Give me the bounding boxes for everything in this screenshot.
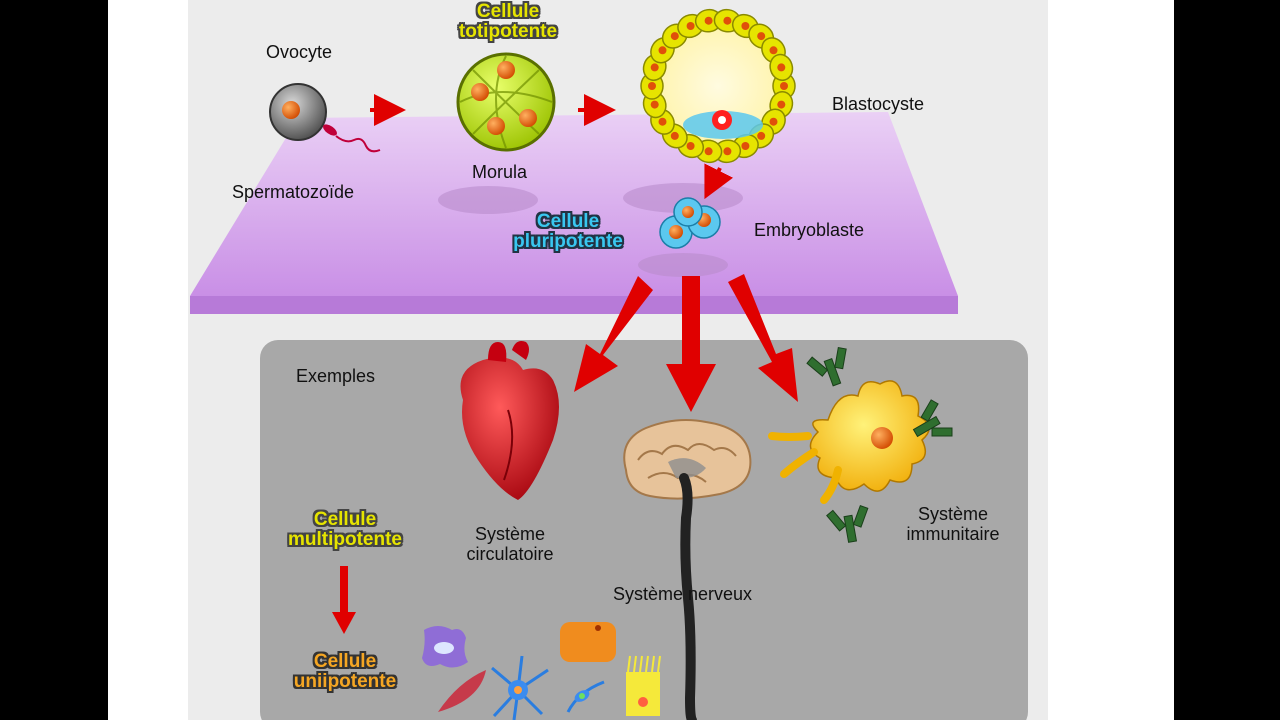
- blastocyst-icon: [640, 8, 796, 164]
- label-totipotente-line2: totipotente: [458, 21, 558, 42]
- blastocyst-cell-nucleus: [777, 63, 786, 72]
- blastocyst-cell-nucleus: [704, 147, 713, 156]
- blastocyst-cell-nucleus: [650, 100, 659, 109]
- blastocyst-cell-nucleus: [650, 63, 659, 72]
- label-pluripotente-line2: pluripotente: [513, 231, 623, 252]
- sperm-icon: [323, 124, 381, 153]
- label-embryoblaste: Embryoblaste: [754, 220, 865, 240]
- label-totipotente-line1: Cellule: [476, 1, 540, 22]
- purple-plate: [190, 112, 958, 314]
- arrow-blastocyst-embryoblast: [704, 163, 734, 200]
- big-arrows: [574, 274, 798, 412]
- label-systeme-circulatoire: Système circulatoire: [450, 524, 570, 564]
- arrow-to-nervous: [666, 276, 716, 412]
- label-systeme-immunitaire: Système immunitaire: [888, 504, 1018, 544]
- arrow-to-circulatory: [574, 276, 653, 392]
- blastocyst-cell-nucleus: [769, 117, 778, 126]
- brain-icon: [623, 419, 752, 720]
- label-exemples: Exemples: [296, 366, 376, 386]
- label-pluripotente-line1: Cellule: [536, 211, 600, 232]
- label-cellule-totipotente: Cellule totipotente: [438, 2, 578, 42]
- blastocyst-cell-nucleus: [757, 131, 766, 140]
- label-unipotente-line2: uniipotente: [293, 671, 397, 692]
- blastocyst-cell-nucleus: [658, 46, 667, 55]
- label-cellule-unipotente: Cellule uniipotente: [270, 652, 420, 692]
- label-cellule-pluripotente: Cellule pluripotente: [498, 212, 638, 252]
- embryoblast-icon: [659, 197, 721, 249]
- blastocyst-cell-nucleus: [670, 131, 679, 140]
- morula-icon: [456, 52, 556, 152]
- antibody-icon: [806, 347, 953, 543]
- blastocyst-cell-nucleus: [686, 142, 695, 150]
- blastocyst-cell-nucleus: [686, 22, 695, 30]
- specialized-cells-icon: [422, 622, 661, 720]
- label-multipotente-line1: Cellule: [313, 509, 377, 530]
- arrow-multipotent-unipotent: [332, 566, 356, 634]
- blastocyst-cell-nucleus: [741, 142, 750, 150]
- blastocyst-cell-nucleus: [757, 32, 766, 41]
- ovocyte-cell-icon: [269, 83, 327, 141]
- blastocyst-cell-nucleus: [723, 16, 732, 25]
- label-ovocyte: Ovocyte: [266, 42, 333, 62]
- label-systeme-immunitaire-line1: Système: [917, 504, 989, 524]
- label-unipotente-line1: Cellule: [313, 651, 377, 672]
- label-blastocyste: Blastocyste: [832, 94, 925, 114]
- label-systeme-nerveux: Système nerveux: [613, 584, 753, 604]
- blastocyst-cell-nucleus: [658, 117, 667, 126]
- blastocyst-cell-nucleus: [723, 147, 732, 156]
- label-morula: Morula: [472, 162, 528, 182]
- blastocyst-cell-nucleus: [704, 16, 713, 25]
- arrow-to-immune: [728, 274, 798, 402]
- immune-cell-icon: [768, 380, 930, 504]
- stage: Ovocyte Spermatozoïde Morula Blastocyste…: [108, 0, 1174, 720]
- blastocyst-cell-nucleus: [741, 22, 750, 30]
- blastocyst-cell-nucleus: [769, 46, 778, 55]
- heart-icon: [460, 341, 559, 500]
- label-systeme-circulatoire-line2: circulatoire: [466, 544, 554, 564]
- blastocyst-cell-nucleus: [780, 82, 788, 90]
- label-multipotente-line2: multipotente: [288, 529, 402, 550]
- blastocyst-cell-nucleus: [648, 82, 656, 90]
- label-systeme-circulatoire-line1: Système: [474, 524, 546, 544]
- blastocyst-cell-nucleus: [670, 32, 679, 41]
- label-cellule-multipotente: Cellule multipotente: [270, 510, 420, 550]
- blastocyst-cell-nucleus: [777, 100, 786, 109]
- label-spermatozoide: Spermatozoïde: [232, 182, 355, 202]
- label-systeme-immunitaire-line2: immunitaire: [906, 524, 1000, 544]
- diagram-canvas: [190, 8, 1028, 720]
